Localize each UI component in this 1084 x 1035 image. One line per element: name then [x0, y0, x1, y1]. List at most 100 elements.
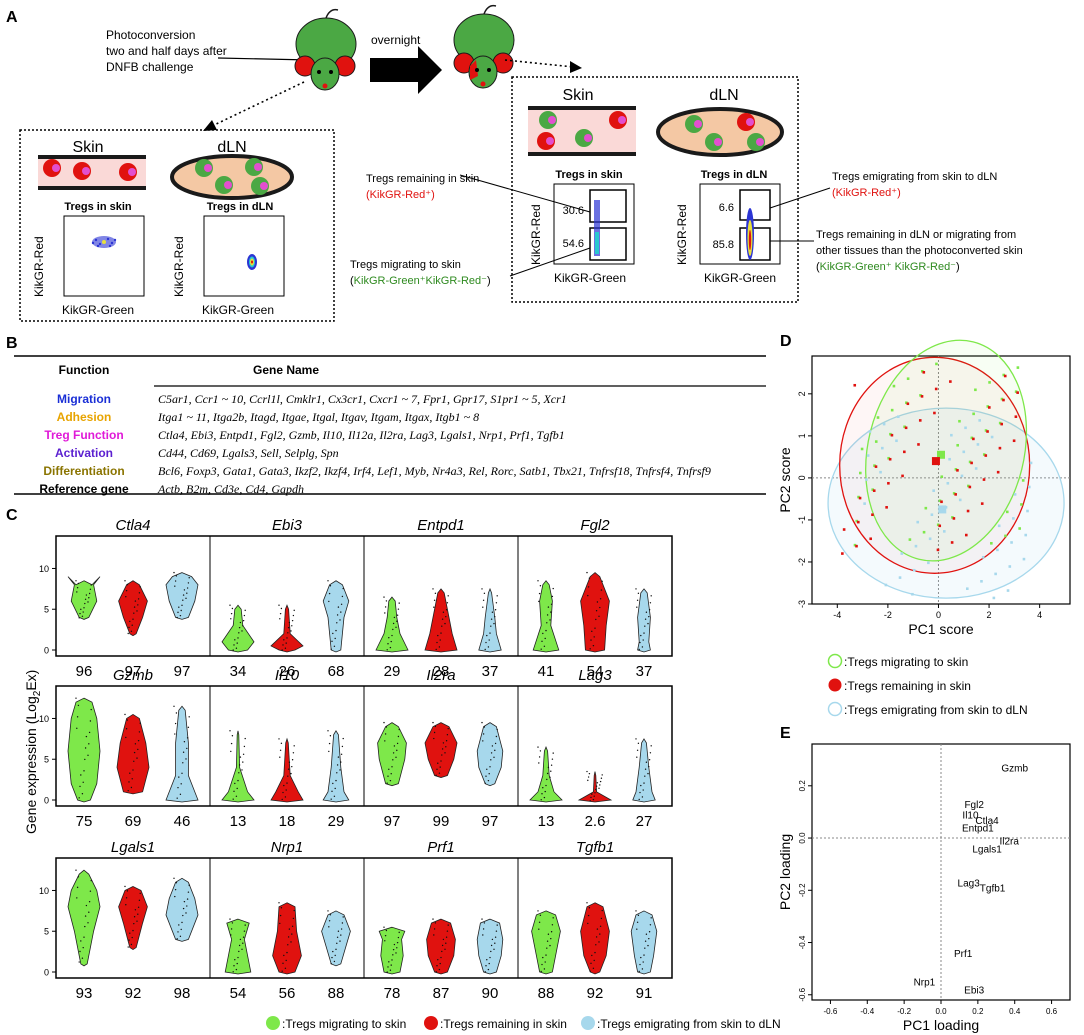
violin-point	[645, 761, 648, 763]
violin-point	[138, 731, 141, 733]
violin-point	[589, 970, 591, 972]
violin-point	[133, 606, 136, 608]
score-point	[966, 587, 969, 590]
score-point	[905, 401, 908, 405]
violin-point	[131, 778, 133, 780]
violin-point	[438, 968, 441, 971]
violin-point	[335, 779, 337, 782]
violin-point	[643, 782, 645, 784]
score-point	[885, 506, 888, 509]
violin-point	[340, 603, 343, 605]
violin-point	[185, 758, 187, 760]
score-point	[874, 440, 878, 443]
violin-point	[545, 954, 547, 956]
violin-point	[281, 649, 283, 651]
violin	[118, 886, 148, 951]
violin-point	[174, 895, 176, 898]
violin-point	[396, 620, 398, 622]
violin-point	[133, 916, 136, 918]
violin-point	[88, 731, 91, 734]
mouse-icon-after	[453, 4, 515, 89]
violin-point	[176, 797, 178, 799]
score-point	[996, 548, 999, 552]
violin-point	[332, 950, 334, 953]
violin-point	[336, 942, 338, 945]
loading-label: Gzmb	[1001, 764, 1028, 775]
violin-point	[436, 965, 438, 967]
violin-point	[292, 614, 295, 617]
violin-point	[230, 742, 233, 745]
loading-label: Fgl2	[964, 800, 984, 811]
violin-point	[327, 580, 329, 582]
violin-point	[433, 606, 435, 608]
violin-point	[599, 780, 602, 783]
violin-point	[179, 614, 182, 617]
svg-text:(KikGR-Green⁺ KikGR-Red⁻): (KikGR-Green⁺ KikGR-Red⁻)	[816, 261, 960, 273]
violin-point	[182, 599, 184, 601]
violin-point	[639, 963, 641, 966]
violin-point	[435, 971, 437, 973]
violin-point	[174, 580, 177, 582]
violin-point	[391, 959, 393, 961]
violin-point	[636, 749, 639, 751]
violin-point	[537, 580, 539, 582]
score-point	[951, 516, 954, 519]
violin-point	[388, 637, 390, 639]
violin-point	[384, 740, 386, 742]
violin-point	[384, 733, 387, 735]
violin	[529, 745, 563, 803]
violin-point	[397, 936, 400, 939]
score-point	[1029, 461, 1033, 465]
svg-text:(KikGR-Red⁺): (KikGR-Red⁺)	[366, 189, 435, 201]
violin-point	[645, 611, 648, 613]
violin-point	[541, 963, 543, 966]
svg-text:DNFB challenge: DNFB challenge	[106, 60, 194, 74]
violin-point	[342, 916, 344, 918]
violin-point	[330, 962, 332, 965]
violin-point	[494, 942, 496, 944]
violin-point	[278, 902, 280, 904]
violin-point	[385, 929, 388, 932]
x-tick-label: 0.2	[972, 1007, 984, 1016]
violin-point	[235, 795, 238, 798]
score-point	[916, 520, 920, 524]
violin-point	[233, 644, 235, 646]
violin-point	[238, 764, 241, 766]
score-point	[898, 576, 902, 579]
violin-point	[598, 787, 600, 789]
svg-text:other tissues than the photoco: other tissues than the photoconverted sk…	[816, 245, 1023, 257]
violin	[424, 588, 458, 653]
score-point	[998, 446, 1002, 450]
violin-point	[182, 907, 185, 910]
percent-label: 54	[587, 663, 604, 680]
score-point	[1024, 533, 1028, 537]
violin-point	[238, 950, 240, 953]
violin-point	[336, 764, 339, 766]
y-tick-label: 0.0	[798, 832, 807, 844]
score-point	[1000, 397, 1004, 401]
score-point	[924, 506, 928, 510]
ellipse-remaining	[839, 356, 1031, 574]
violin	[426, 918, 456, 975]
violin-point	[230, 934, 232, 936]
svg-text:Tregs remaining in dLN or migr: Tregs remaining in dLN or migrating from	[816, 229, 1016, 241]
svg-text:KikGR-Red: KikGR-Red	[529, 204, 543, 265]
function-label: Reference gene	[39, 482, 129, 496]
violin-point	[496, 595, 498, 597]
legend-d: :Tregs migrating to skin :Tregs remainin…	[827, 653, 1028, 717]
percent-label: 88	[538, 985, 555, 1002]
score-point	[997, 524, 1001, 528]
score-point	[980, 580, 983, 583]
percent-label: 54	[230, 985, 247, 1002]
violin-point	[334, 787, 336, 790]
violin-point	[173, 877, 175, 880]
score-point	[920, 395, 924, 398]
score-point	[954, 468, 958, 471]
violin-point	[287, 626, 290, 629]
violin-point	[181, 921, 183, 924]
violin-point	[336, 936, 339, 938]
score-point	[942, 530, 946, 533]
violin	[375, 596, 409, 653]
violin-point	[137, 604, 139, 606]
violin-point	[485, 775, 487, 777]
